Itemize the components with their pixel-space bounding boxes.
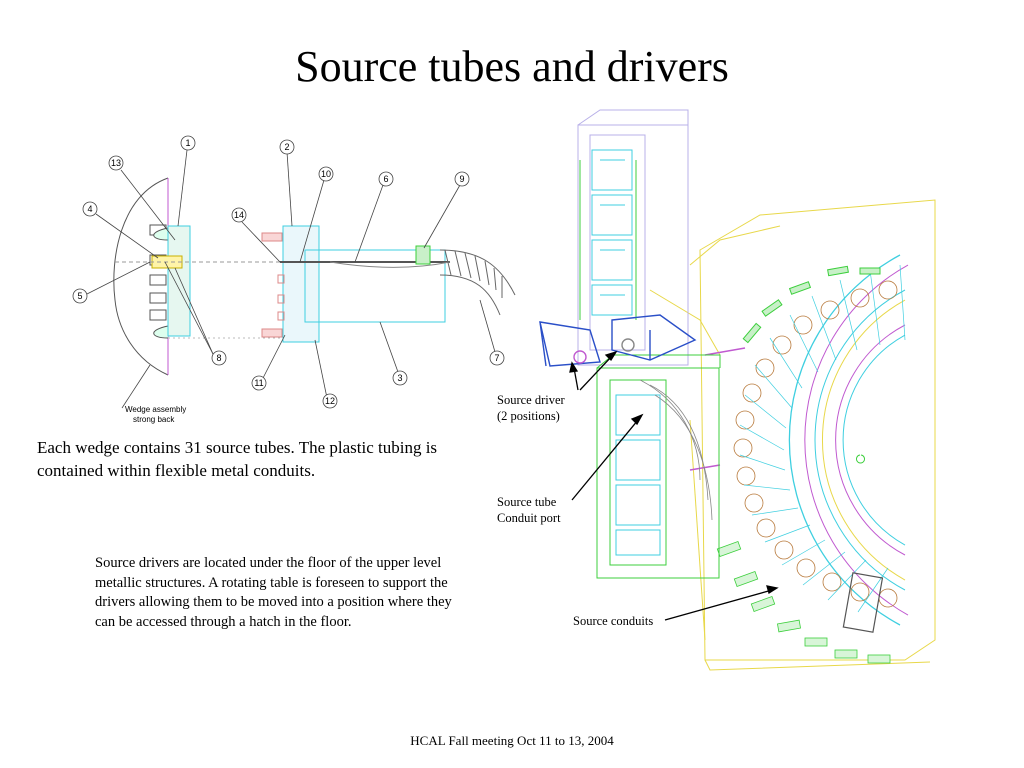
part-14-screw [261,232,283,242]
bubble-11: 11 [251,375,267,391]
drivers-description: Source drivers are located under the flo… [95,555,452,630]
svg-text:2: 2 [284,142,289,152]
bubble-6: 6 [378,171,394,187]
bubble-1: 1 [180,135,196,151]
svg-text:1: 1 [185,138,190,148]
callout-conduit-port-line1: Source tube [497,495,557,509]
callout-source-driver-line2: (2 positions) [497,409,560,423]
wedge-label-line2: strong back [133,415,175,424]
callout-conduit-port-line2: Conduit port [497,511,561,525]
svg-text:8: 8 [216,353,221,363]
wedge-description: Each wedge contains 31 source tubes. The… [37,438,438,480]
slide-title: Source tubes and drivers [295,42,729,91]
bubble-10: 10 [318,166,334,182]
bubble-8: 8 [211,350,227,366]
part-9-fitting [415,245,431,265]
part-1-insert [167,225,191,337]
bubble-7: 7 [489,350,505,366]
callout-source-driver: Source driver (2 positions) [497,392,565,424]
svg-text:14: 14 [234,210,244,220]
svg-text:4: 4 [87,204,92,214]
svg-text:7: 7 [494,353,499,363]
svg-text:6: 6 [383,174,388,184]
bubble-12: 12 [322,393,338,409]
svg-text:5: 5 [77,291,82,301]
bubble-9: 9 [454,171,470,187]
svg-text:12: 12 [325,396,335,406]
part-7-flexible-conduit [439,249,516,316]
slide-footer: HCAL Fall meeting Oct 11 to 13, 2004 [410,733,614,748]
bubble-14: 14 [231,207,247,223]
wedge-label-line1: Wedge assembly [125,405,186,414]
svg-text:13: 13 [111,158,121,168]
svg-text:10: 10 [321,169,331,179]
bubble-5: 5 [72,288,88,304]
callout-source-driver-line1: Source driver [497,393,565,407]
svg-text:3: 3 [397,373,402,383]
bubble-13: 13 [108,155,124,171]
callout-conduit-port: Source tube Conduit port [497,494,561,526]
bubble-4: 4 [82,201,98,217]
svg-text:11: 11 [254,378,263,388]
svg-text:9: 9 [459,174,464,184]
bubble-2: 2 [279,139,295,155]
strong-back-arc [113,177,169,376]
callout-source-conduits: Source conduits [573,614,654,628]
bubble-3: 3 [392,370,408,386]
part-11-screw [261,328,283,338]
part-3-body [304,249,446,323]
hcal-cad-assembly [539,109,936,671]
part-2-collar [282,225,320,343]
